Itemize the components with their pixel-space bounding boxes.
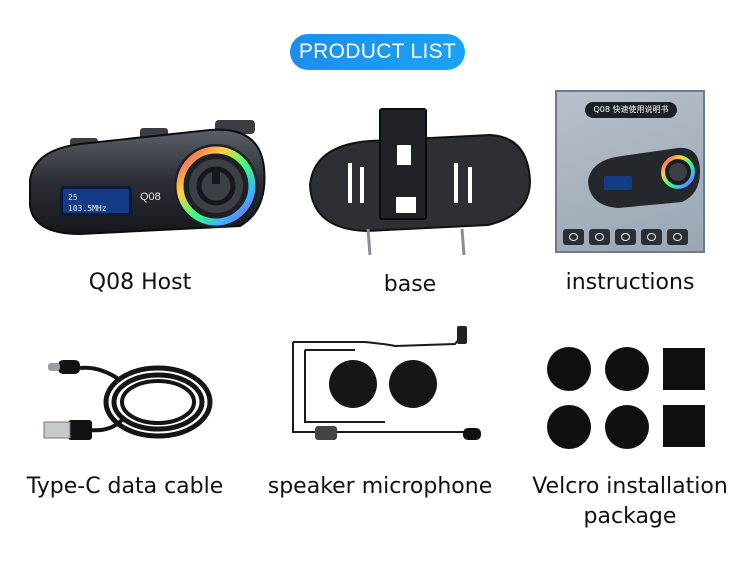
manual-icon-strip [563,229,688,245]
base-image [308,108,532,256]
type-c-cable-image [43,360,213,440]
manual-device-picture [588,147,700,208]
label-velcro-package: Velcro installation package [532,474,728,529]
label-q08-host: Q08 Host [88,270,192,295]
manual-title: Q08 快速使用说明书 [585,102,677,118]
label-instructions: instructions [565,270,695,295]
host-screen-line2: 103.5MHz [68,204,107,213]
manual-step-icon [615,229,636,245]
manual-step-icon [563,229,584,245]
speaker-microphone-image [292,326,481,440]
velcro-package-image [547,347,705,449]
product-list-title: PRODUCT LIST [290,34,465,70]
host-screen-line1: 25 [68,193,78,202]
label-type-c-cable: Type-C data cable [26,474,224,499]
host-model-text: Q08 [140,191,161,203]
label-speaker-microphone: speaker microphone [267,474,493,499]
q08-host-image: 25 103.5MHz Q08 [29,120,266,236]
manual-step-icon [589,229,610,245]
label-base: base [383,272,437,297]
manual-step-icon [641,229,662,245]
manual-step-icon [667,229,688,245]
instructions-manual-image: Q08 快速使用说明书 [555,90,705,253]
